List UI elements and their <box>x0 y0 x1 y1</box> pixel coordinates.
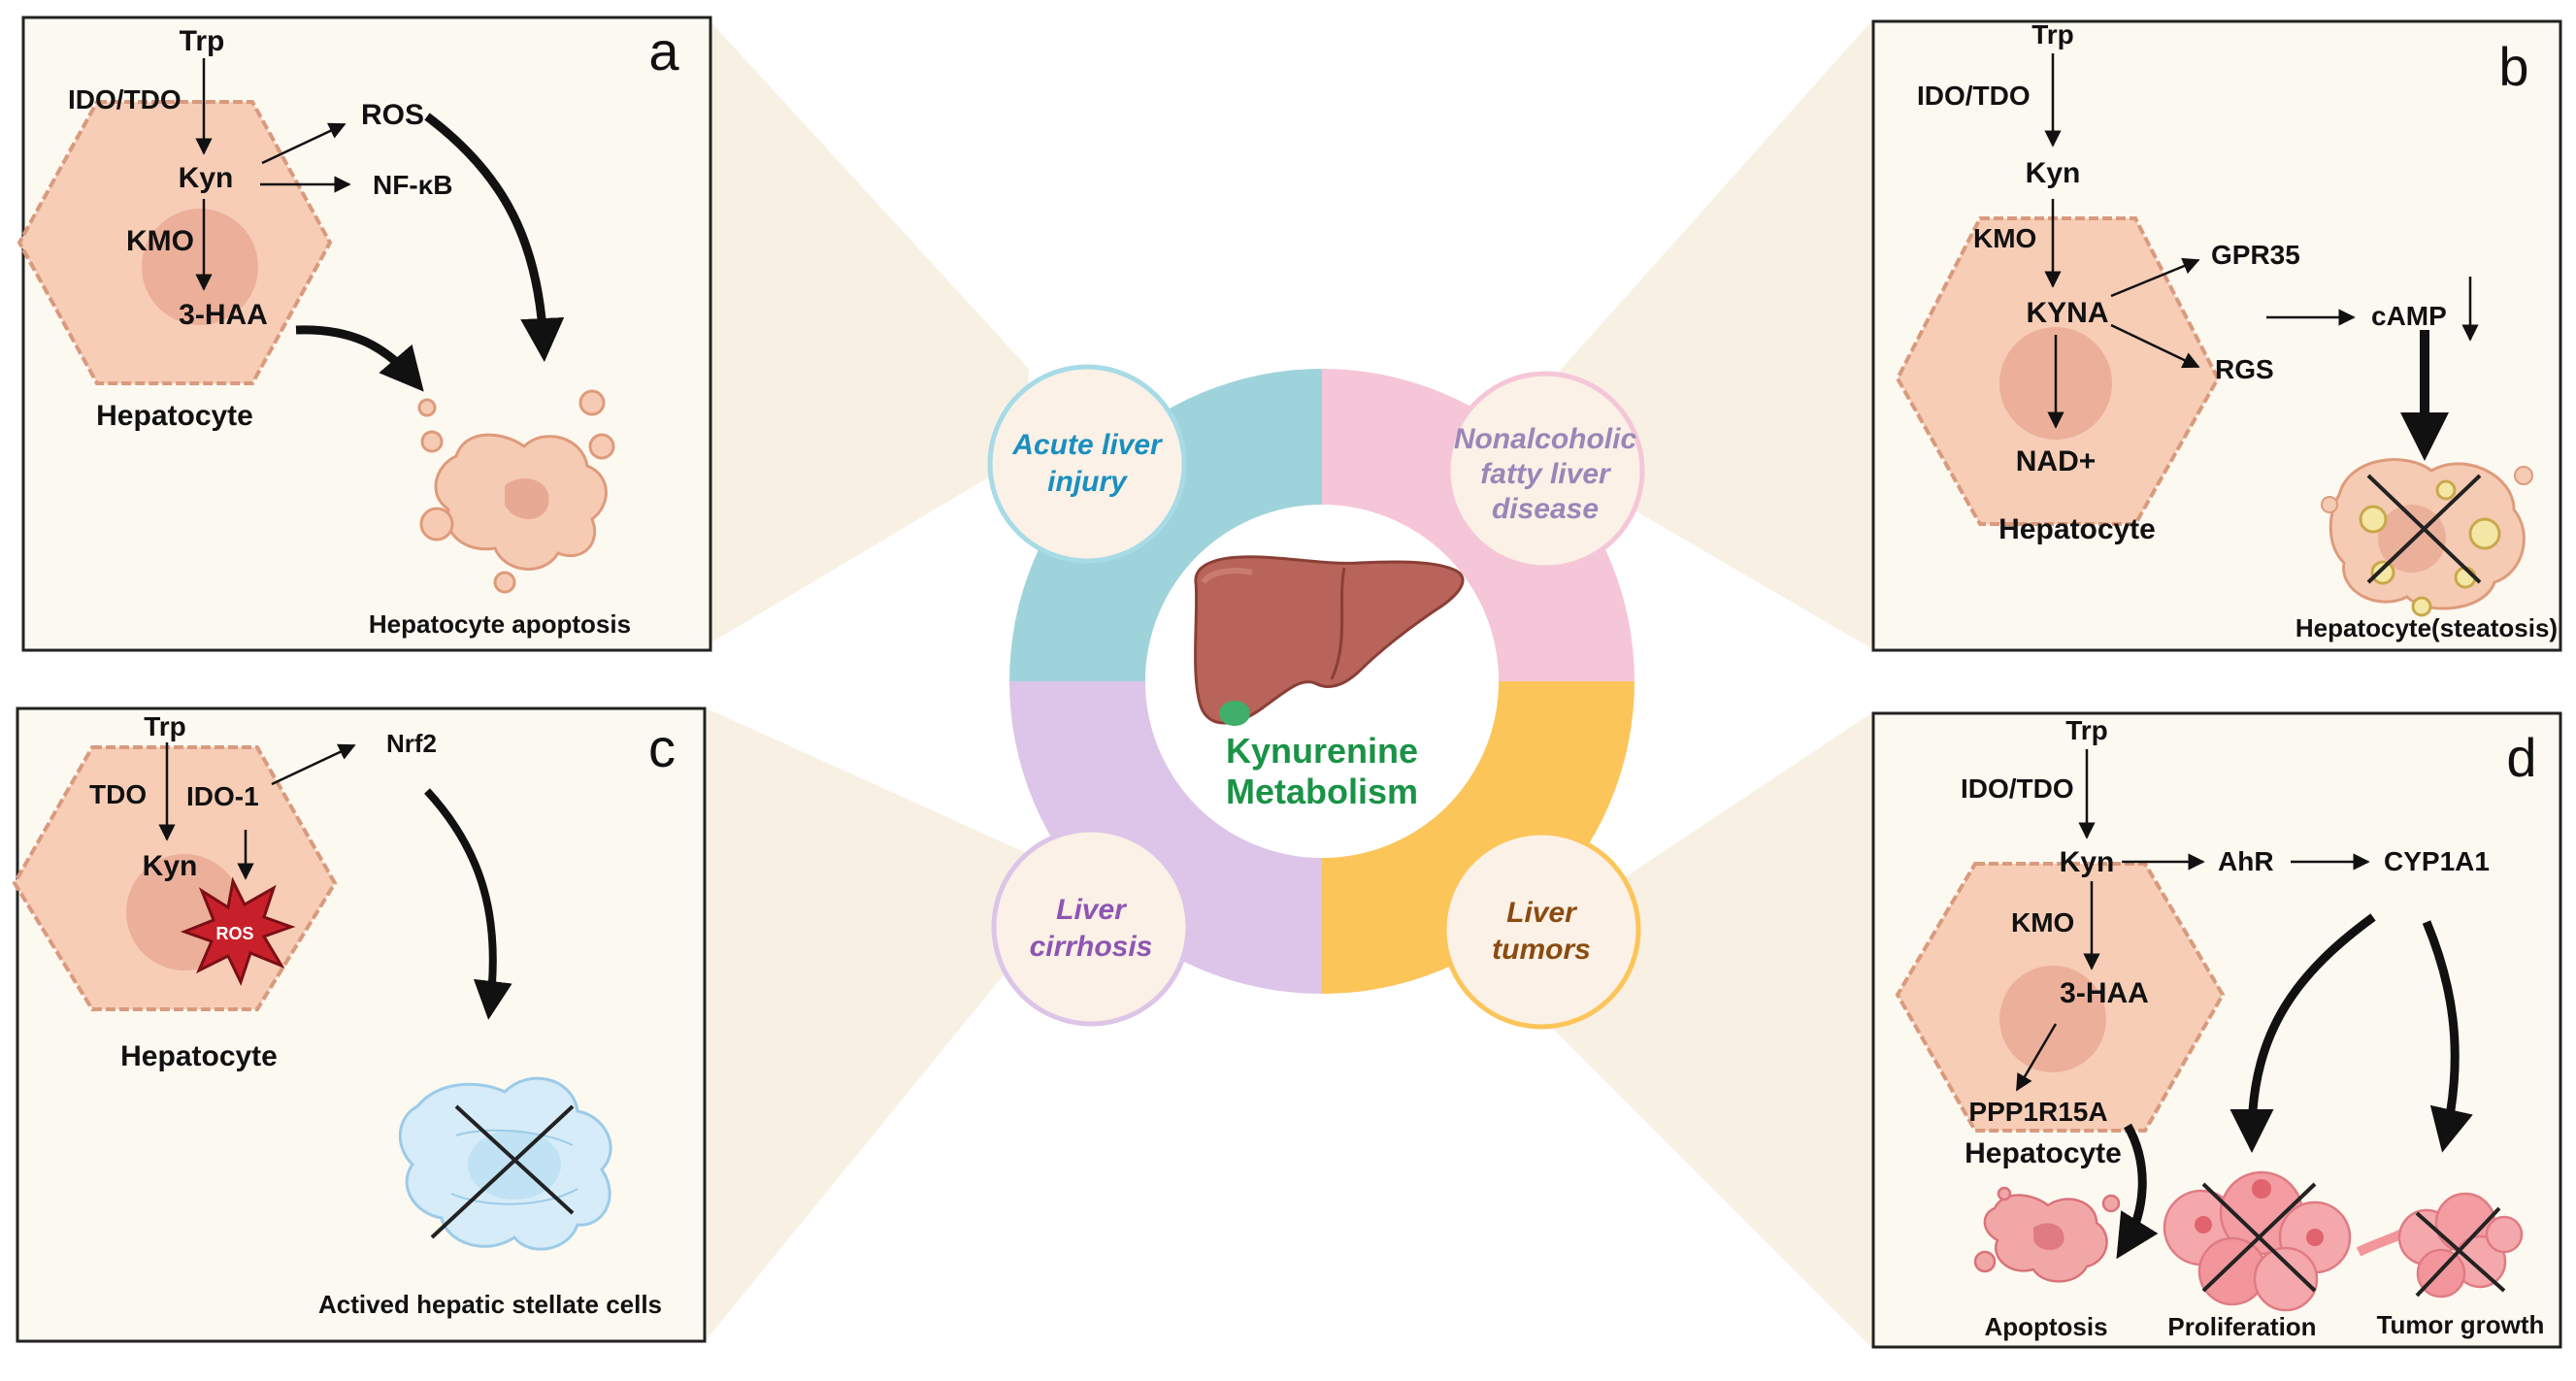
a-kmo: KMO <box>126 225 194 257</box>
c-hepatocyte: Hepatocyte <box>120 1040 278 1072</box>
panel-a: a Trp IDO/TDO Kyn ROS NF-κB KMO 3-HAA He… <box>17 16 712 652</box>
panel-b-letter: b <box>2498 36 2528 97</box>
b-camp: cAMP <box>2371 301 2447 331</box>
d-cyp: CYP1A1 <box>2384 846 2490 876</box>
acute-label-2: injury <box>1047 466 1128 498</box>
a-outcome: Hepatocyte apoptosis <box>369 609 631 639</box>
steatotic-hepatocyte-icon <box>2321 458 2533 617</box>
d-trp: Trp <box>2065 715 2108 745</box>
disease-circle-acute[interactable]: Acute liver injury <box>987 364 1187 564</box>
liver-icon <box>1194 555 1465 726</box>
b-outcome: Hepatocyte(steatosis) <box>2295 613 2558 642</box>
ros-burst-icon: ROS <box>180 876 296 986</box>
tumors-label-1: Liver <box>1506 897 1578 929</box>
a-hepatocyte: Hepatocyte <box>96 400 253 432</box>
b-kyn: Kyn <box>2026 157 2081 189</box>
center-title-line1: Kynurenine <box>1226 731 1418 771</box>
a-ros: ROS <box>361 99 424 131</box>
b-kmo: KMO <box>1973 223 2036 253</box>
b-ido-tdo: IDO/TDO <box>1917 81 2031 111</box>
b-nad: NAD+ <box>2016 445 2097 477</box>
cirrhosis-label-2: cirrhosis <box>1030 931 1153 963</box>
a-nfkb: NF-κB <box>373 170 452 200</box>
panel-d-letter: d <box>2506 727 2536 788</box>
d-ido-tdo: IDO/TDO <box>1961 773 2074 804</box>
disease-circle-tumors[interactable]: Liver tumors <box>1441 830 1641 1030</box>
d-apoptosis-icon <box>1973 1186 2121 1283</box>
a-trp: Trp <box>180 25 225 57</box>
nafld-label-2: fatty liver <box>1480 458 1612 490</box>
acute-label-1: Acute liver <box>1011 429 1164 461</box>
c-nrf2: Nrf2 <box>386 729 437 758</box>
panel-c-letter: c <box>648 717 676 778</box>
b-gpr35: GPR35 <box>2211 240 2300 270</box>
nucleus-a <box>142 209 258 325</box>
d-kyn: Kyn <box>2060 846 2115 878</box>
d-proliferation-icon <box>2163 1170 2352 1312</box>
a-kyn: Kyn <box>179 162 234 194</box>
d-ahr: AhR <box>2218 846 2274 876</box>
nafld-label-3: disease <box>1492 493 1599 525</box>
b-kyna: KYNA <box>2026 297 2108 329</box>
apoptotic-hepatocyte-icon <box>417 389 615 594</box>
tumors-label-2: tumors <box>1492 934 1591 966</box>
d-ppp: PPP1R15A <box>1968 1097 2107 1127</box>
c-ido1: IDO-1 <box>186 781 259 811</box>
panel-a-letter: a <box>648 20 679 82</box>
center-title-line2: Metabolism <box>1226 772 1418 811</box>
c-ros: ROS <box>215 924 253 943</box>
d-tumor-growth: Tumor growth <box>2377 1310 2545 1339</box>
b-rgs: RGS <box>2215 354 2274 384</box>
c-outcome: Actived hepatic stellate cells <box>318 1290 662 1319</box>
d-kmo: KMO <box>2011 907 2074 937</box>
panel-c: c Trp TDO IDO-1 Nrf2 Kyn ROS Hepatocyte … <box>12 707 707 1343</box>
d-proliferation: Proliferation <box>2167 1312 2316 1341</box>
nucleus-d <box>1999 966 2106 1072</box>
stellate-cell-icon <box>398 1076 612 1251</box>
nafld-label-1: Nonalcoholic <box>1454 423 1637 455</box>
d-3haa: 3-HAA <box>2060 977 2149 1009</box>
d-apoptosis: Apoptosis <box>1984 1312 2107 1341</box>
d-tumor-growth-icon <box>2356 1192 2524 1299</box>
b-trp: Trp <box>2031 19 2074 49</box>
b-hepatocyte: Hepatocyte <box>1998 513 2156 545</box>
panel-b: b Trp IDO/TDO Kyn KMO KYNA GPR35 RGS cAM… <box>1871 19 2562 652</box>
disease-circle-cirrhosis[interactable]: Liver cirrhosis <box>991 827 1191 1027</box>
cirrhosis-label-1: Liver <box>1056 894 1128 926</box>
c-trp: Trp <box>144 711 186 741</box>
a-ido-tdo: IDO/TDO <box>68 84 182 115</box>
a-3haa: 3-HAA <box>179 299 268 331</box>
c-tdo: TDO <box>89 779 147 809</box>
d-hepatocyte: Hepatocyte <box>1965 1137 2122 1169</box>
panel-d: d Trp IDO/TDO Kyn AhR CYP1A1 KMO 3-HAA P… <box>1871 711 2562 1349</box>
disease-circle-nafld[interactable]: Nonalcoholic fatty liver disease <box>1445 371 1645 571</box>
c-kyn: Kyn <box>143 850 198 882</box>
